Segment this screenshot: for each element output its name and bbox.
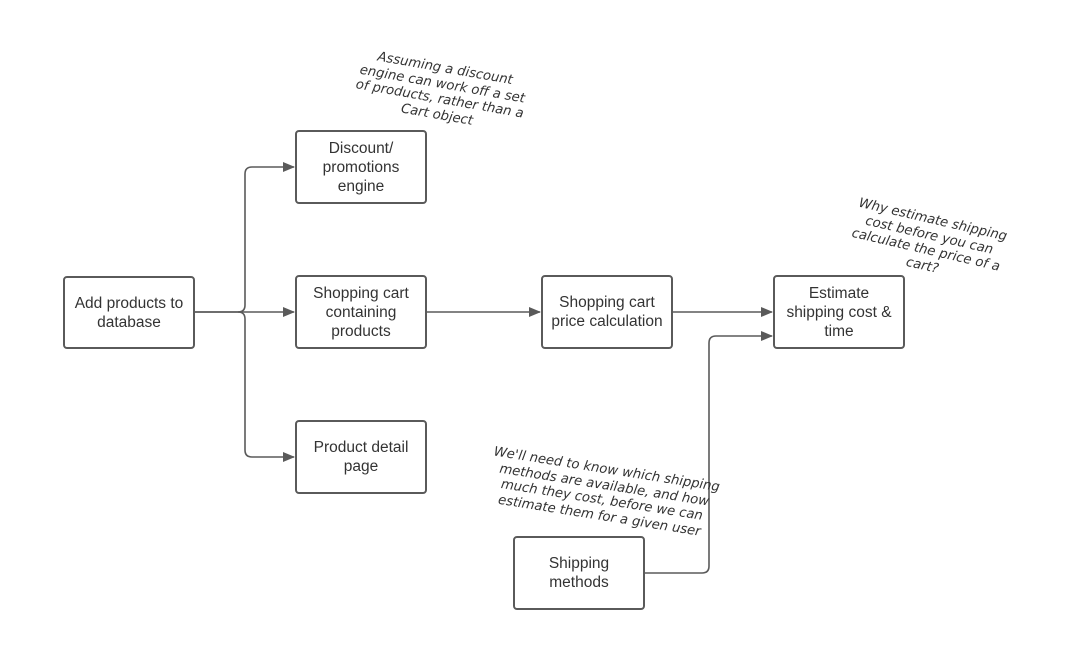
node-add-products[interactable]: Add products to database [63, 276, 195, 349]
node-estimate-shipping[interactable]: Estimate shipping cost & time [773, 275, 905, 349]
node-product-detail[interactable]: Product detail page [295, 420, 427, 494]
node-shipping-methods[interactable]: Shipping methods [513, 536, 645, 610]
edge-add-products-to-product-detail [237, 311, 295, 462]
node-price-calc[interactable]: Shopping cart price calculation [541, 275, 673, 349]
edge-add-products-to-discount-engine [195, 162, 295, 313]
edge-shipping-methods-to-estimate-shipping [645, 331, 773, 574]
node-shopping-cart[interactable]: Shopping cart containing products [295, 275, 427, 349]
node-discount-engine[interactable]: Discount/ promotions engine [295, 130, 427, 204]
